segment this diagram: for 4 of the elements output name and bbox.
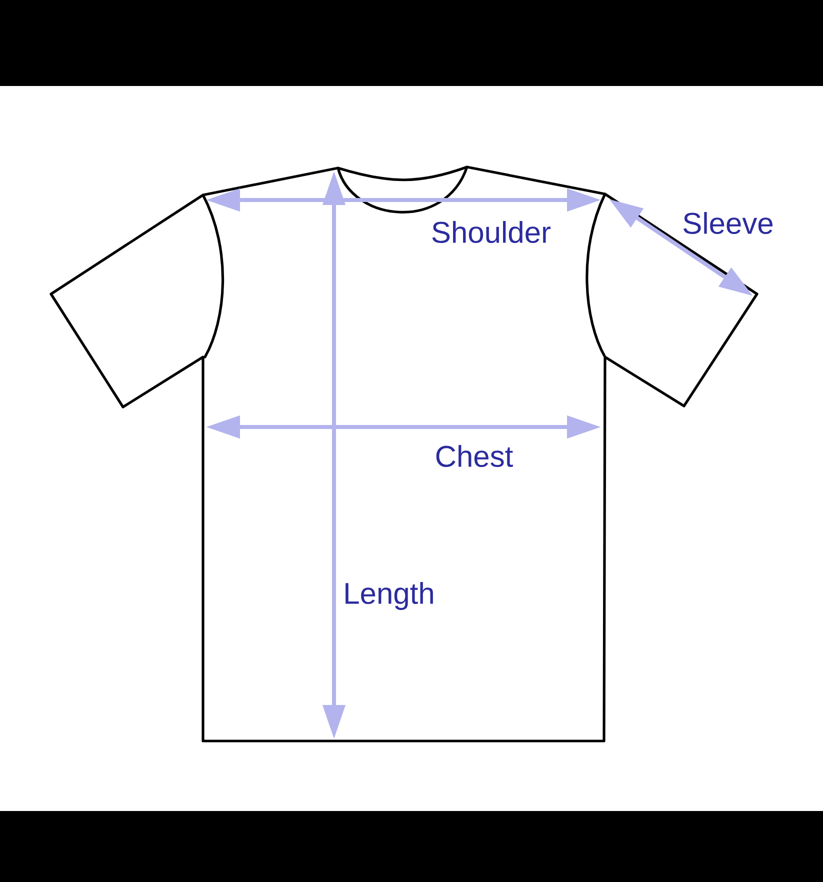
measurement-label: Length [346, 582, 433, 610]
measurement-label: Chest [436, 445, 513, 468]
measurement-label: Sleeve [684, 212, 773, 234]
measurement-label: Shoulder [432, 220, 551, 244]
